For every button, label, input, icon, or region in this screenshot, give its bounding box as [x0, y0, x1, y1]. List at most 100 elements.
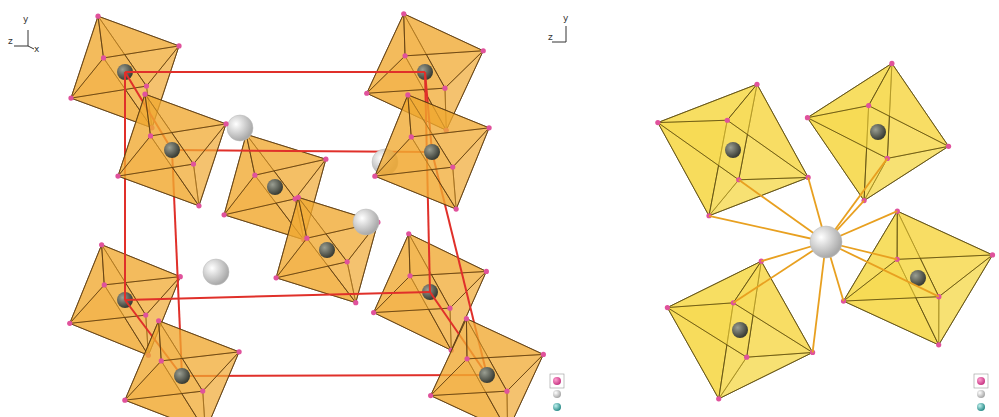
axis-arrow	[28, 46, 34, 49]
oxygen-atom	[223, 121, 228, 126]
oxygen-atom	[541, 352, 546, 357]
oxygen-atom	[866, 103, 871, 108]
oxygen-atom	[191, 161, 196, 166]
oxygen-atom	[406, 231, 411, 236]
octahedron-face	[374, 234, 410, 313]
metal-atom	[479, 367, 495, 383]
octahedron	[665, 259, 815, 402]
octahedron-face	[246, 134, 326, 175]
oxygen-atom	[67, 321, 72, 326]
key-atom	[977, 390, 985, 398]
oxygen-atom	[484, 269, 489, 274]
oxygen-atom	[274, 275, 279, 280]
octahedron-face	[71, 16, 104, 98]
oxygen-atom	[716, 396, 721, 401]
octahedron-face	[404, 14, 484, 56]
cation-sphere	[810, 226, 842, 258]
oxygen-atom	[487, 125, 492, 130]
oxygen-atom	[95, 14, 100, 19]
oxygen-atom	[454, 207, 459, 212]
cell-edge	[125, 71, 425, 73]
octahedron-face	[145, 94, 226, 136]
axis-label: x	[34, 44, 39, 54]
oxygen-atom	[323, 157, 328, 162]
oxygen-atom	[353, 300, 358, 305]
octahedron	[655, 82, 810, 219]
oxygen-atom	[371, 310, 376, 315]
coordination-view	[655, 61, 995, 402]
oxygen-atom	[122, 398, 127, 403]
cell-edge	[124, 72, 126, 300]
axis-label: z	[8, 36, 13, 46]
atom-key	[550, 374, 564, 411]
oxygen-atom	[428, 393, 433, 398]
axis-arrow	[28, 30, 29, 46]
oxygen-atom	[407, 273, 412, 278]
oxygen-atom	[401, 11, 406, 16]
metal-atom	[267, 179, 283, 195]
oxygen-atom	[159, 358, 164, 363]
octahedron	[274, 195, 381, 306]
oxygen-atom	[409, 134, 414, 139]
axis-label: y	[563, 13, 568, 23]
oxygen-atom	[99, 242, 104, 247]
cation-sphere	[353, 209, 379, 235]
octahedron-face	[408, 95, 489, 137]
octahedron-face	[869, 63, 949, 146]
key-atom	[977, 403, 985, 411]
oxygen-atom	[936, 342, 941, 347]
metal-atom	[174, 368, 190, 384]
key-atom	[553, 403, 561, 411]
cation-sphere	[203, 259, 229, 285]
oxygen-atom	[304, 236, 309, 241]
key-atom	[553, 377, 561, 385]
oxygen-atom	[464, 356, 469, 361]
octahedron-face	[98, 16, 179, 58]
octahedron	[805, 61, 951, 203]
oxygen-atom	[946, 144, 951, 149]
oxygen-atom	[296, 195, 301, 200]
coordination-bond	[826, 242, 939, 297]
oxygen-atom	[102, 282, 107, 287]
metal-atom	[732, 322, 748, 338]
oxygen-atom	[754, 82, 759, 87]
oxygen-atom	[148, 133, 153, 138]
octahedron	[122, 318, 241, 417]
oxygen-atom	[364, 91, 369, 96]
metal-atom	[424, 144, 440, 160]
oxygen-atom	[665, 305, 670, 310]
oxygen-atom	[372, 174, 377, 179]
octahedron-face	[431, 319, 467, 396]
octahedron	[372, 92, 491, 211]
oxygen-atom	[447, 306, 452, 311]
oxygen-atom	[252, 173, 257, 178]
octahedron-face	[70, 245, 105, 324]
octahedron-face	[367, 14, 405, 94]
cell-edge	[125, 292, 430, 300]
oxygen-atom	[744, 355, 749, 360]
oxygen-atom	[725, 118, 730, 123]
octahedron	[115, 92, 228, 209]
oxygen-atom	[889, 61, 894, 66]
axis-label: y	[23, 14, 28, 24]
metal-atom	[725, 142, 741, 158]
octahedron-face	[102, 245, 181, 285]
oxygen-atom	[156, 318, 161, 323]
axis-arrow	[14, 46, 28, 47]
oxygen-atom	[405, 92, 410, 97]
octahedron-face	[466, 319, 543, 359]
oxygen-atom	[442, 86, 447, 91]
oxygen-atom	[196, 203, 201, 208]
coordination-bond	[733, 242, 826, 303]
octahedron	[841, 209, 995, 348]
oxygen-atom	[345, 259, 350, 264]
key-frame	[550, 374, 564, 388]
octahedron-face	[897, 211, 992, 259]
octahedron-face	[375, 95, 411, 176]
oxygen-atom	[222, 212, 227, 217]
oxygen-atom	[990, 252, 995, 257]
oxygen-atom	[68, 95, 73, 100]
octahedron-face	[843, 211, 897, 301]
atom-key	[974, 374, 988, 411]
